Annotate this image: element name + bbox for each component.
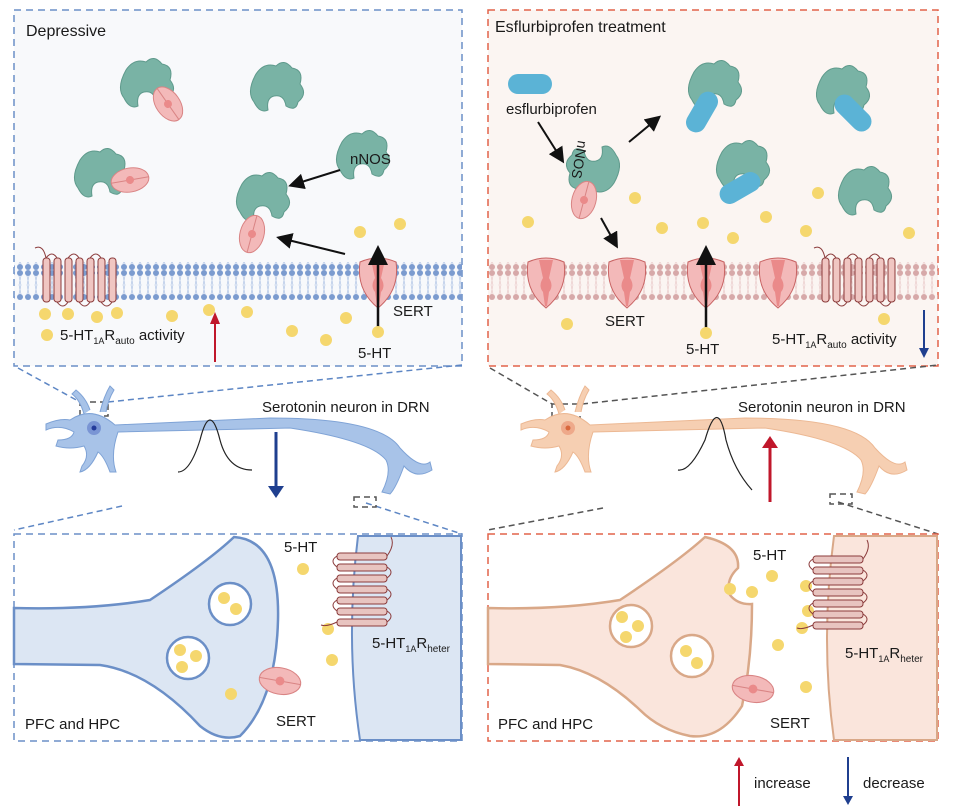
arrow-nnos-to-drug [628, 115, 662, 143]
neuron-label: Serotonin neuron in DRN [738, 399, 906, 416]
sert-label: SERT [393, 303, 433, 320]
5ht-label: 5-HT [284, 539, 317, 556]
serotonin-molecules [522, 187, 915, 339]
sert-label: SERT [770, 715, 810, 732]
heteroreceptor-label: 5-HT1ARheter [372, 635, 451, 655]
panel-synapse-depressive: 5-HT SERT 5-HT1ARheter PFC and HPC [12, 533, 463, 742]
panel-title: Depressive [26, 23, 106, 40]
5ht-label: 5-HT [753, 547, 786, 564]
synaptic-vesicles [608, 603, 715, 679]
esflurbiprofen-drug [508, 74, 552, 94]
action-potential-waveform [677, 417, 753, 491]
panel-depressive: Depressive nNOS SERT 5-HT 5-HT1ARauto ac… [13, 9, 463, 367]
heteroreceptor-label: 5-HT1ARheter [845, 645, 924, 665]
nnos-label: nNOS [350, 151, 391, 168]
serotonin-molecules [174, 563, 338, 700]
serotonin-molecules [616, 570, 814, 693]
action-potential-waveform [177, 419, 253, 473]
sert-label: SERT [605, 313, 645, 330]
receptor-activity-label: 5-HT1ARauto activity [772, 331, 897, 351]
decrease-arrow-head [919, 348, 929, 358]
neuron-depressive: Serotonin neuron in DRN [13, 364, 463, 535]
neuron-label: Serotonin neuron in DRN [262, 399, 430, 416]
region-label: PFC and HPC [25, 716, 120, 733]
legend-increase-label: increase [754, 775, 811, 792]
region-label: PFC and HPC [498, 716, 593, 733]
arrow-nnos-binding [288, 169, 341, 190]
nnos-label: nNOS [568, 139, 590, 179]
legend: increase decrease [734, 757, 925, 806]
receptor-activity-label: 5-HT1ARauto activity [60, 327, 185, 347]
neuron-body [520, 385, 908, 495]
panel-synapse-treatment: 5-HT SERT 5-HT1ARheter PFC and HPC [486, 533, 939, 742]
serotonin-molecules [39, 218, 406, 346]
neuron-body [45, 385, 433, 495]
synaptic-vesicles [165, 581, 253, 681]
5ht-label: 5-HT [358, 345, 391, 362]
legend-decrease-label: decrease [863, 775, 925, 792]
sert-label: SERT [276, 713, 316, 730]
arrow-sert-binding [276, 233, 346, 255]
5ht-label: 5-HT [686, 341, 719, 358]
increase-arrow-head [210, 312, 220, 324]
arrow-drug-to-nnos [537, 121, 565, 164]
panel-esflurbiprofen: Esflurbiprofen treatment esflurbiprofen … [487, 9, 939, 367]
panel-title: Esflurbiprofen treatment [495, 19, 666, 36]
arrow-sert-to-membrane [600, 217, 618, 249]
presynaptic-terminal [12, 535, 280, 739]
drug-label: esflurbiprofen [506, 101, 597, 118]
neuron-treatment: Serotonin neuron in DRN [487, 364, 939, 535]
